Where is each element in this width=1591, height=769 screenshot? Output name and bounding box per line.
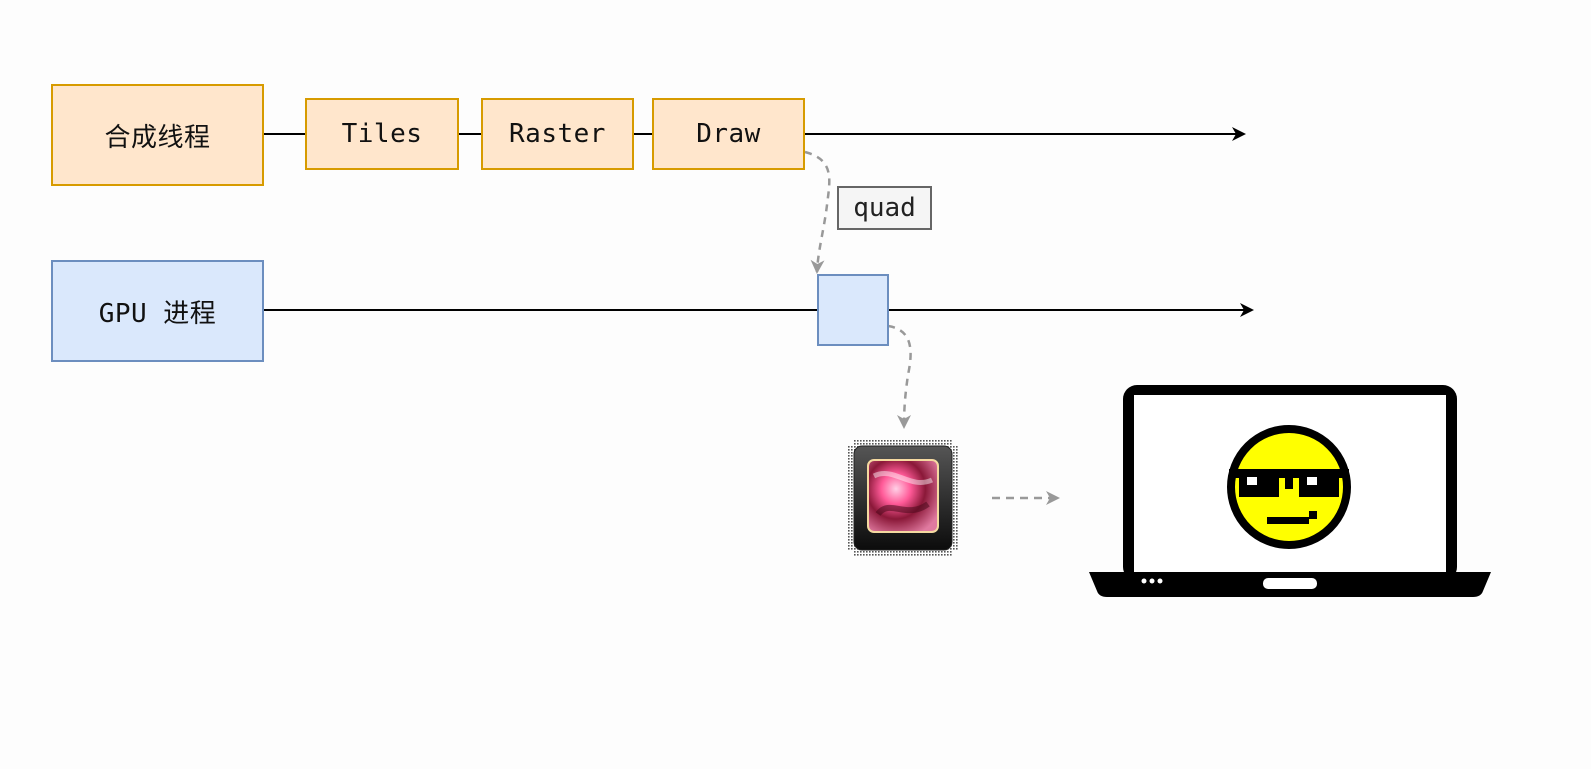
stage-raster-box: Raster — [481, 98, 634, 170]
pixel-smiley-sunglasses-icon — [1227, 425, 1351, 549]
stage-raster-label: Raster — [509, 119, 606, 149]
draw-to-gpu-dashed-arrow — [804, 150, 831, 274]
stage-tiles-box: Tiles — [305, 98, 459, 170]
gpu-to-chip-dashed-arrow — [887, 324, 912, 429]
gpu-process-box: GPU 进程 — [51, 260, 264, 362]
laptop-display-icon — [1089, 385, 1491, 597]
gpu-process-label: GPU 进程 — [98, 298, 217, 329]
compositor-thread-box: 合成线程 — [51, 84, 264, 186]
gpu-chip-icon — [848, 440, 958, 556]
stage-tiles-label: Tiles — [341, 119, 423, 149]
compositor-thread-label: 合成线程 — [104, 122, 211, 153]
stage-draw-box: Draw — [652, 98, 805, 170]
quad-label-text: quad — [853, 193, 916, 223]
gpu-task-box — [817, 274, 889, 346]
stage-draw-label: Draw — [696, 119, 761, 149]
quad-edge-label: quad — [837, 186, 932, 230]
